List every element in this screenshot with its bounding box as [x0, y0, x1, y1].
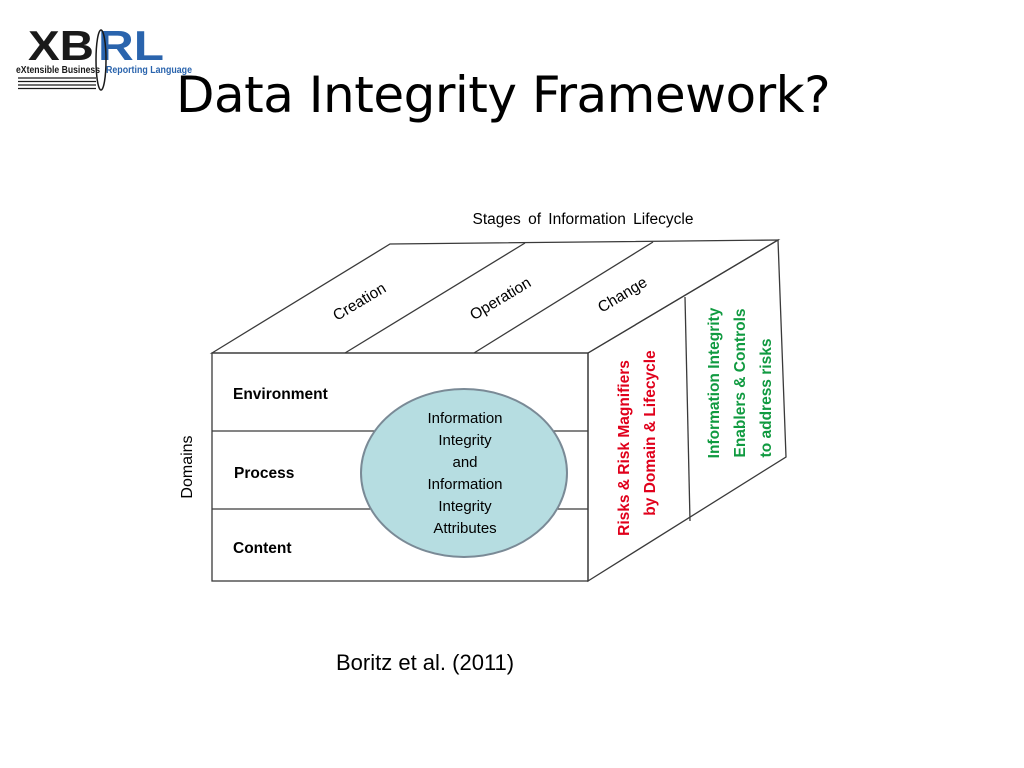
domain-content-label: Content: [233, 540, 292, 557]
logo-swoosh: [95, 29, 107, 91]
center-text-line: Integrity: [438, 432, 492, 449]
logo-tagline-left: eXtensible Business: [16, 64, 100, 76]
enablers-text-line: Information Integrity: [706, 307, 723, 458]
stage-divider: [473, 241, 654, 354]
citation: Boritz et al. (2011): [336, 650, 515, 675]
stage-creation-label: Creation: [330, 280, 389, 325]
risk-enabler-divider: [684, 296, 691, 522]
center-text-line: Integrity: [438, 498, 492, 515]
center-text-line: Information: [427, 410, 502, 427]
cube-right-face: [587, 238, 787, 583]
domain-process-label: Process: [234, 465, 294, 482]
lifecycle-label: Stages of Information Lifecycle: [473, 211, 694, 228]
slide-title: Data Integrity Framework?: [176, 66, 831, 124]
logo-wordmark-rl: RL: [98, 22, 164, 69]
domain-environment-label: Environment: [233, 386, 328, 403]
center-text-line: Attributes: [433, 520, 496, 537]
logo-wordmark-xb: XB: [28, 22, 94, 69]
enablers-text-line: Enablers & Controls: [732, 309, 749, 458]
center-text-line: Information: [427, 476, 502, 493]
integrity-attributes-ellipse: [360, 388, 568, 558]
risks-text-line: by Domain & Lifecycle: [642, 350, 659, 516]
xbrl-logo: XB RL eXtensible Business Reporting Lang…: [16, 22, 192, 91]
stage-change-label: Change: [595, 274, 650, 317]
logo-stripes: [18, 77, 96, 90]
center-text-line: and: [452, 454, 477, 471]
domains-axis-label: Domains: [179, 435, 196, 498]
stage-divider: [344, 242, 526, 354]
logo-tagline-right: Reporting Language: [106, 64, 192, 76]
enablers-text-line: to address risks: [758, 339, 775, 458]
risks-text-line: Risks & Risk Magnifiers: [616, 360, 633, 536]
stage-operation-label: Operation: [467, 274, 534, 324]
